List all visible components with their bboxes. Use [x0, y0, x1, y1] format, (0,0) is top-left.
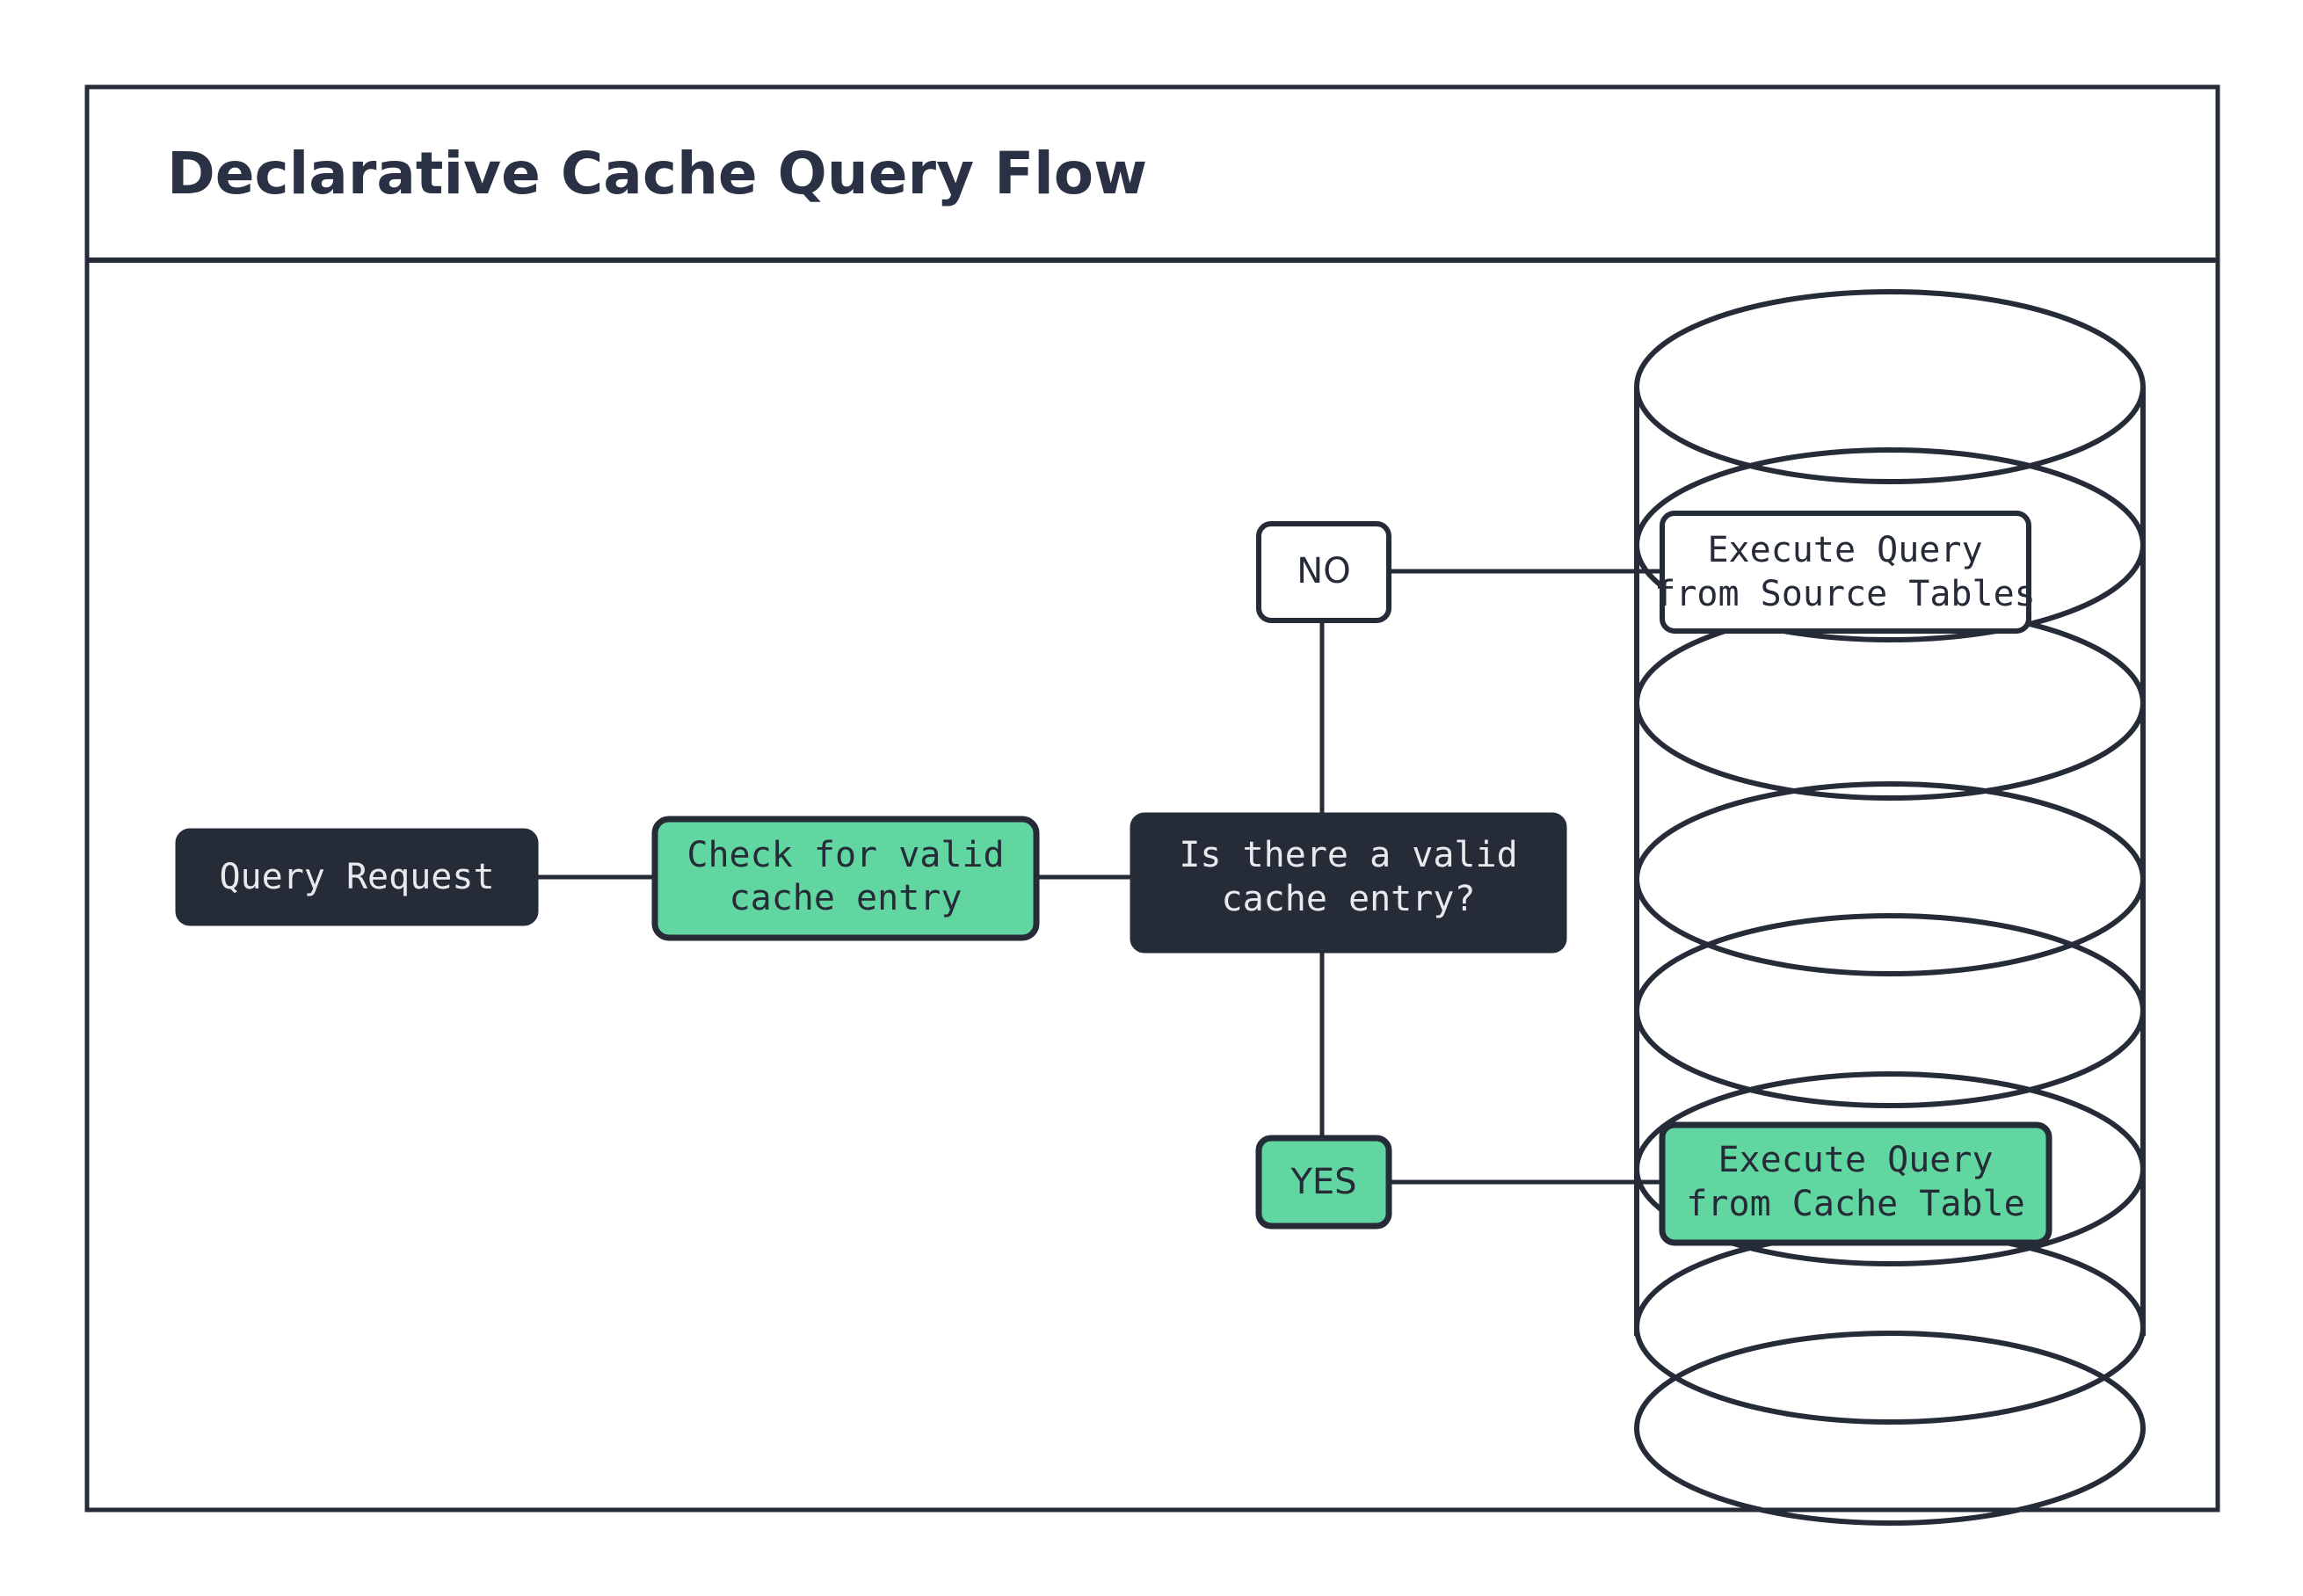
- node-check-cache-entry[interactable]: Check for valid cache entry: [651, 816, 1040, 941]
- node-branch-no[interactable]: NO: [1256, 521, 1391, 623]
- decision-label-line1: Is there a valid: [1179, 835, 1517, 875]
- cache-cylinder-disk-1: [1634, 913, 2146, 1108]
- query-request-label: Query Request: [219, 857, 494, 897]
- node-decision-valid-cache-entry[interactable]: Is there a valid cache entry?: [1130, 812, 1567, 954]
- page-title: Declarative Cache Query Flow: [167, 140, 1147, 207]
- branch-yes-label: YES: [1290, 1162, 1356, 1202]
- source-tables-label-box[interactable]: [1660, 511, 2031, 634]
- source-cylinder-disk-2: [1634, 447, 2146, 642]
- check-cache-label-line1: Check for valid: [687, 835, 1004, 875]
- source-tables-database-cylinder: Execute Query from Source Tables: [1634, 289, 2146, 1309]
- cache-table-label-box[interactable]: [1659, 1121, 2052, 1246]
- cache-cylinder-disk-2: [1634, 1071, 2146, 1266]
- query-request-box[interactable]: [175, 828, 539, 926]
- branch-no-label: NO: [1297, 551, 1350, 591]
- node-query-request[interactable]: Query Request: [175, 828, 539, 926]
- node-branch-yes[interactable]: YES: [1255, 1135, 1392, 1230]
- check-cache-box[interactable]: [651, 816, 1040, 941]
- source-tables-label-line2: from Source Tables: [1654, 574, 2035, 614]
- source-cylinder-disk-4: [1634, 781, 2146, 976]
- cache-cylinder-disk-4: [1634, 1331, 2146, 1526]
- check-cache-label-line2: cache entry: [730, 878, 963, 918]
- source-cylinder-disk-1: [1634, 289, 2146, 484]
- branch-yes-box[interactable]: [1255, 1135, 1392, 1230]
- cache-table-label-line2: from Cache Table: [1686, 1184, 2024, 1224]
- source-tables-label-line1: Execute Query: [1707, 530, 1982, 570]
- cache-table-label-line1: Execute Query: [1718, 1140, 1993, 1180]
- decision-label-line2: cache entry?: [1222, 879, 1476, 919]
- decision-box[interactable]: [1130, 812, 1567, 954]
- cache-table-database-cylinder: Execute Query from Cache Table: [1634, 913, 2146, 1526]
- branch-no-box[interactable]: [1256, 521, 1391, 623]
